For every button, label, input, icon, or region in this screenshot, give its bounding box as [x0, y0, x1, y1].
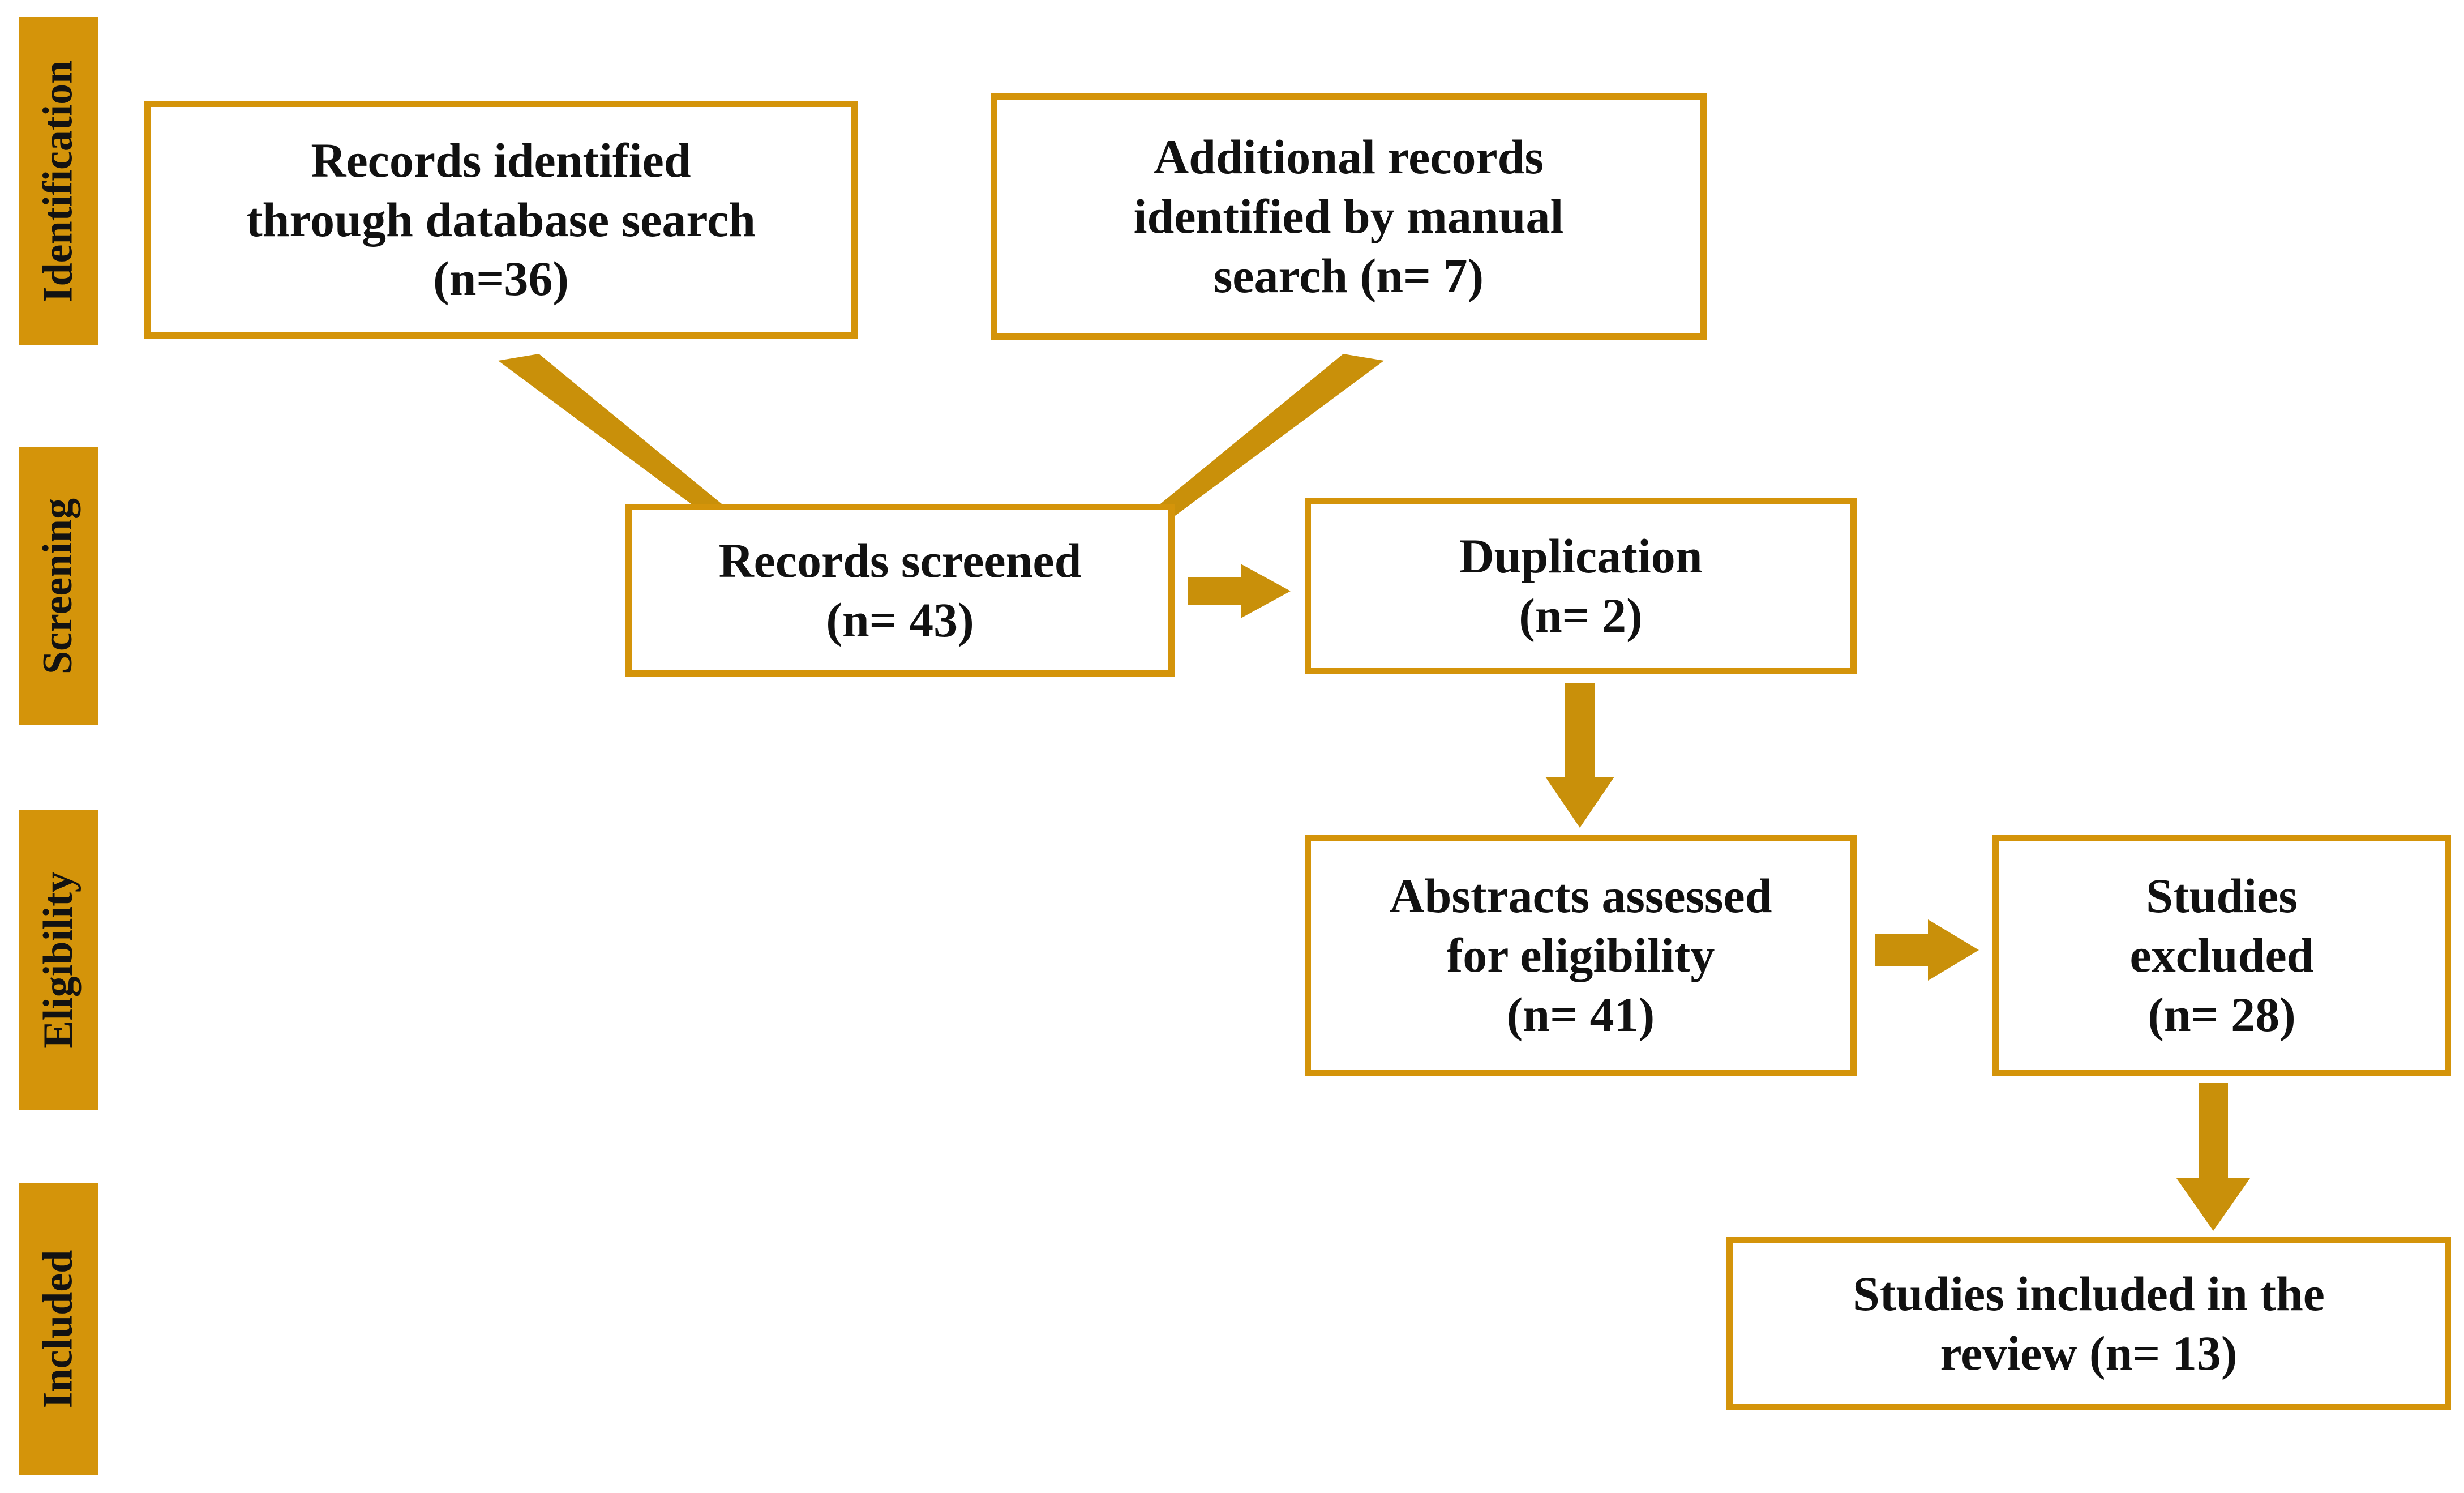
box-abstracts-assessed-eligibility: Abstracts assessed for eligibility (n= 4…: [1305, 835, 1857, 1076]
phase-label-included: Included: [35, 1250, 82, 1409]
box-text-duplication: Duplication (n= 2): [1459, 529, 1703, 643]
phase-bar-identification: Identification: [19, 17, 98, 345]
phase-label-eligibility: Eligibility: [35, 871, 82, 1049]
box-text-records-screened: Records screened (n= 43): [718, 533, 1082, 647]
phase-label-screening: Screening: [35, 498, 82, 674]
box-text-additional-records-manual: Additional records identified by manual …: [1133, 130, 1564, 303]
box-records-identified-database: Records identified through database sear…: [144, 101, 858, 339]
phase-label-identification: Identification: [35, 60, 82, 302]
phase-bar-included: Included: [19, 1183, 98, 1475]
arrow-screened-to-duplication: [1188, 564, 1291, 618]
box-studies-included-review: Studies included in the review (n= 13): [1726, 1237, 2451, 1410]
box-records-screened: Records screened (n= 43): [625, 504, 1175, 677]
box-duplication: Duplication (n= 2): [1305, 498, 1857, 674]
arrow-excluded-to-included: [2176, 1083, 2250, 1231]
box-text-studies-included-review: Studies included in the review (n= 13): [1853, 1266, 2325, 1380]
arrow-duplication-to-abstracts: [1545, 683, 1614, 828]
box-text-records-identified-database: Records identified through database sear…: [246, 132, 756, 306]
box-studies-excluded: Studies excluded (n= 28): [1992, 835, 2451, 1076]
arrow-abstracts-to-excluded: [1875, 919, 1979, 981]
box-text-studies-excluded: Studies excluded (n= 28): [2129, 869, 2314, 1042]
box-text-abstracts-assessed-eligibility: Abstracts assessed for eligibility (n= 4…: [1389, 869, 1772, 1042]
phase-bar-eligibility: Eligibility: [19, 810, 98, 1110]
box-additional-records-manual: Additional records identified by manual …: [991, 93, 1707, 340]
phase-bar-screening: Screening: [19, 447, 98, 725]
